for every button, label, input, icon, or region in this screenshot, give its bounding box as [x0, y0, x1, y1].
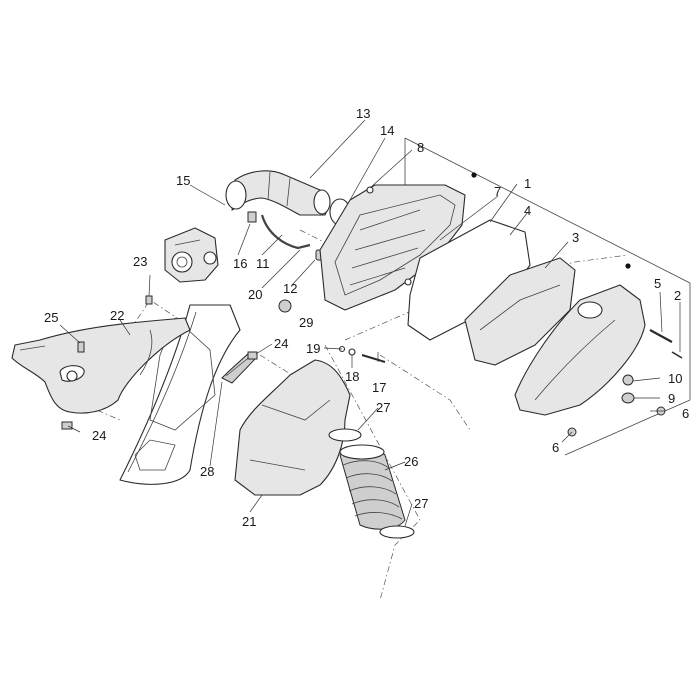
callout-28: 28	[200, 464, 214, 479]
bellows-part-26	[339, 444, 406, 530]
callout-4: 4	[524, 203, 531, 218]
callout-6-left: 6	[552, 440, 559, 455]
callout-17: 17	[372, 380, 386, 395]
callout-9: 9	[668, 391, 675, 406]
callout-25: 25	[44, 310, 58, 325]
filter-cover-part-1	[514, 284, 646, 416]
callout-12: 12	[283, 281, 297, 296]
callout-labels: 13 14 8 1 7 4 15 16 11 12 20 29 3 23 22 …	[44, 106, 689, 529]
callout-29: 29	[299, 315, 313, 330]
intake-hose-part-13	[225, 170, 331, 216]
callout-10: 10	[668, 371, 682, 386]
intake-snorkel-part-22	[11, 317, 191, 414]
callout-23: 23	[133, 254, 147, 269]
callout-27-upper: 27	[376, 400, 390, 415]
callout-11: 11	[256, 256, 270, 271]
clip-part-24-lower	[61, 421, 73, 430]
breather-pipe-part-20	[260, 214, 311, 250]
screw-part-5	[649, 329, 673, 343]
callout-27-lower: 27	[414, 496, 428, 511]
bolt-part-23	[145, 295, 153, 305]
callout-5: 5	[654, 276, 661, 291]
callout-3: 3	[572, 230, 579, 245]
callout-15: 15	[176, 173, 190, 188]
reference-dot	[471, 172, 477, 178]
screw-part-2	[671, 351, 683, 359]
clamp-part-27-lower	[379, 525, 415, 539]
leader-lines	[59, 119, 681, 527]
callout-20: 20	[248, 287, 262, 302]
callout-2: 2	[674, 288, 681, 303]
reference-dot	[625, 263, 631, 269]
clip-part-24-upper	[247, 351, 258, 360]
lower-duct-part-21	[234, 359, 351, 496]
screw-part-17	[361, 354, 386, 363]
callout-21: 21	[242, 514, 256, 529]
callout-7: 7	[494, 184, 501, 199]
callout-13: 13	[356, 106, 370, 121]
clamp-part-27-upper	[328, 428, 362, 442]
throttle-body-part-15	[164, 227, 219, 283]
body-panel	[119, 304, 241, 485]
small-part-29	[278, 299, 292, 313]
clip-part-10	[622, 374, 634, 386]
callout-8: 8	[417, 140, 424, 155]
callout-6-right: 6	[682, 406, 689, 421]
callout-26: 26	[404, 454, 418, 469]
callout-18: 18	[345, 369, 359, 384]
callout-14: 14	[380, 123, 394, 138]
callout-24-upper: 24	[274, 336, 288, 351]
plug-part-9	[621, 392, 635, 404]
bolt-part-25	[77, 341, 85, 353]
callout-19: 19	[306, 341, 320, 356]
assembly-frame	[404, 137, 691, 456]
callout-1: 1	[524, 176, 531, 191]
small-part-16	[247, 211, 257, 223]
callout-24-lower: 24	[92, 428, 106, 443]
callout-16: 16	[233, 256, 247, 271]
callout-22: 22	[110, 308, 124, 323]
washer-part-18	[348, 348, 356, 356]
